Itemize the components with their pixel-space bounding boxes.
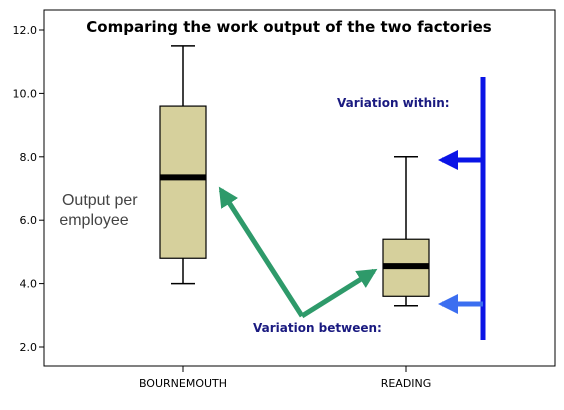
y-tick-label: 8.0 bbox=[20, 151, 38, 164]
x-axis: BOURNEMOUTH READING bbox=[139, 366, 431, 390]
y-tick-label: 6.0 bbox=[20, 214, 38, 227]
x-category-label: READING bbox=[381, 377, 432, 390]
variation-within-bracket bbox=[438, 77, 486, 340]
between-arrow-right bbox=[300, 268, 378, 319]
y-tick-label: 2.0 bbox=[20, 341, 38, 354]
boxes bbox=[159, 45, 430, 307]
iqr-box bbox=[159, 105, 207, 259]
y-axis-title: Output per employee bbox=[59, 192, 142, 229]
between-arrow-left bbox=[218, 186, 305, 318]
variation-within-label: Variation within: bbox=[337, 96, 450, 110]
variation-between-arrows bbox=[218, 186, 378, 319]
box-bournemouth bbox=[159, 45, 207, 285]
y-axis: 2.0 4.0 6.0 8.0 10.0 12.0 bbox=[13, 24, 44, 354]
plot-area bbox=[43, 9, 556, 367]
chart-title: Comparing the work output of the two fac… bbox=[86, 18, 492, 36]
variation-between-label: Variation between: bbox=[253, 321, 382, 335]
y-tick-label: 10.0 bbox=[13, 87, 38, 100]
y-tick-label: 12.0 bbox=[13, 24, 38, 37]
y-tick-label: 4.0 bbox=[20, 278, 38, 291]
x-category-label: BOURNEMOUTH bbox=[139, 377, 227, 390]
box-reading bbox=[382, 156, 430, 307]
